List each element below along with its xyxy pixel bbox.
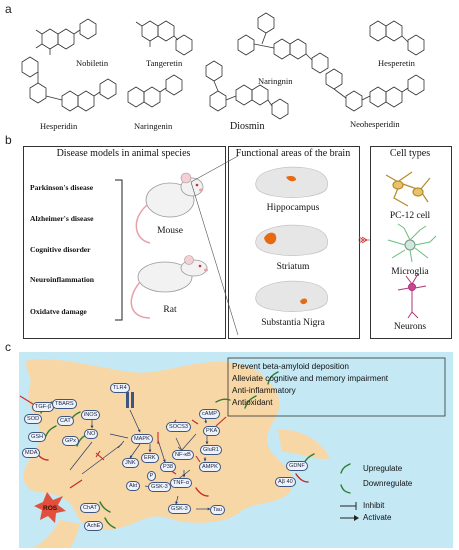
disease-item: Alzheimer's disease [30,214,94,223]
rat-icon [130,255,208,319]
chemical-structures [21,12,425,120]
node-tgf-beta: TGF-β [32,402,55,412]
node-tbars: TBARS [52,399,77,409]
node-erk: ERK [141,453,159,463]
node-socs3: SOCS3 [166,422,191,432]
node-chat: ChAT [80,503,100,513]
effect-item: Prevent beta-amyloid deposition [232,362,349,371]
node-sod: SOD [24,414,43,424]
compound-name: Tangeretin [146,58,183,68]
node-abeta40: Aβ 40 [275,477,296,487]
legend-activate: Activate [363,513,392,522]
cell-body [23,359,294,531]
legend-downregulate: Downregulate [363,479,413,488]
mouse-icon [135,172,204,244]
compound-name: Naringenin [134,121,173,131]
legend-upregulate: Upregulate [363,464,403,473]
panel-label-b: b [5,133,12,147]
node-glur1: GluR1 [200,445,222,455]
species-label: Mouse [157,226,183,236]
node-pka: PKA [203,426,221,436]
disease-item: Cognitive disorder [30,245,91,254]
disease-item: Oxidatve damage [30,307,87,316]
compound-name: Nobiletin [76,58,109,68]
compound-name: Hesperetin [378,58,415,68]
species-label: Rat [163,305,177,315]
brain-area-label: Hippocampus [266,203,320,213]
microglia-icon [387,223,437,263]
compound-name: Diosmin [230,121,265,132]
node-mda: MDA [22,448,41,458]
node-camp: cAMP [199,409,220,419]
neuron-icon [397,273,427,319]
node-gsk3: GSK-3 [148,482,171,492]
ros-star [34,492,66,523]
disease-item: Parkinson's disease [30,183,94,192]
node-no: NO [84,429,99,439]
node-ache: AchE [84,521,104,531]
effect-item: Anti-inflammatory [232,386,296,395]
cell-type-label: Neurons [393,322,427,332]
node-tau: Tau [210,505,226,515]
downregulate-icon [340,484,351,494]
compound-name: Hesperidin [40,121,78,131]
brain-area-label: Striatum [276,262,310,272]
panel-label-a: a [5,2,12,16]
disease-header: Disease models in animal species [56,148,191,159]
cell-type-label: PC-12 cell [389,211,431,221]
node-ampk: AMPK [199,462,221,472]
node-jnk: JNK [122,458,139,468]
node-akt: Akt [126,481,141,491]
node-inos: iNOS [81,410,101,420]
node-tlr4: TLR4 [110,383,130,393]
upregulate-icon [340,463,351,474]
node-tnf-alpha: TNF-α [170,478,192,488]
disease-item: Neuroinflammation [30,275,94,284]
node-gpx: GPx [62,436,79,446]
node-phospho: P [147,471,156,481]
compound-name: Naringnin [258,76,293,86]
brain-area-label: Substantia Nigra [261,318,325,328]
brain-substantia-nigra-icon [255,280,328,312]
brain-striatum-icon [255,224,328,256]
compound-name: Neohesperidin [350,119,400,129]
node-gsh: GSH [28,432,47,442]
panel-label-c: c [5,340,11,354]
effect-item: Alleviate cognitive and memory impairmen… [232,374,389,383]
ros-label: ROS [43,505,58,512]
node-nf-kb: NF-κB [172,450,194,460]
node-p38: P38 [160,462,176,472]
node-cat: CAT [57,416,74,426]
node-gsk3-lower: GSK-3 [168,504,191,514]
cell-type-label: Microglia [391,267,429,277]
node-mapk: MAPK [131,434,153,444]
legend-inhibit: Inhibit [363,501,385,510]
node-gdnf: GDNF [286,461,308,471]
cell-header: Cell types [389,148,431,159]
brain-hippocampus-icon [255,166,328,198]
effect-item: Antioxidant [232,398,273,407]
brain-header: Functional areas of the brain [235,148,351,159]
pc12-cell-icon [385,171,431,207]
